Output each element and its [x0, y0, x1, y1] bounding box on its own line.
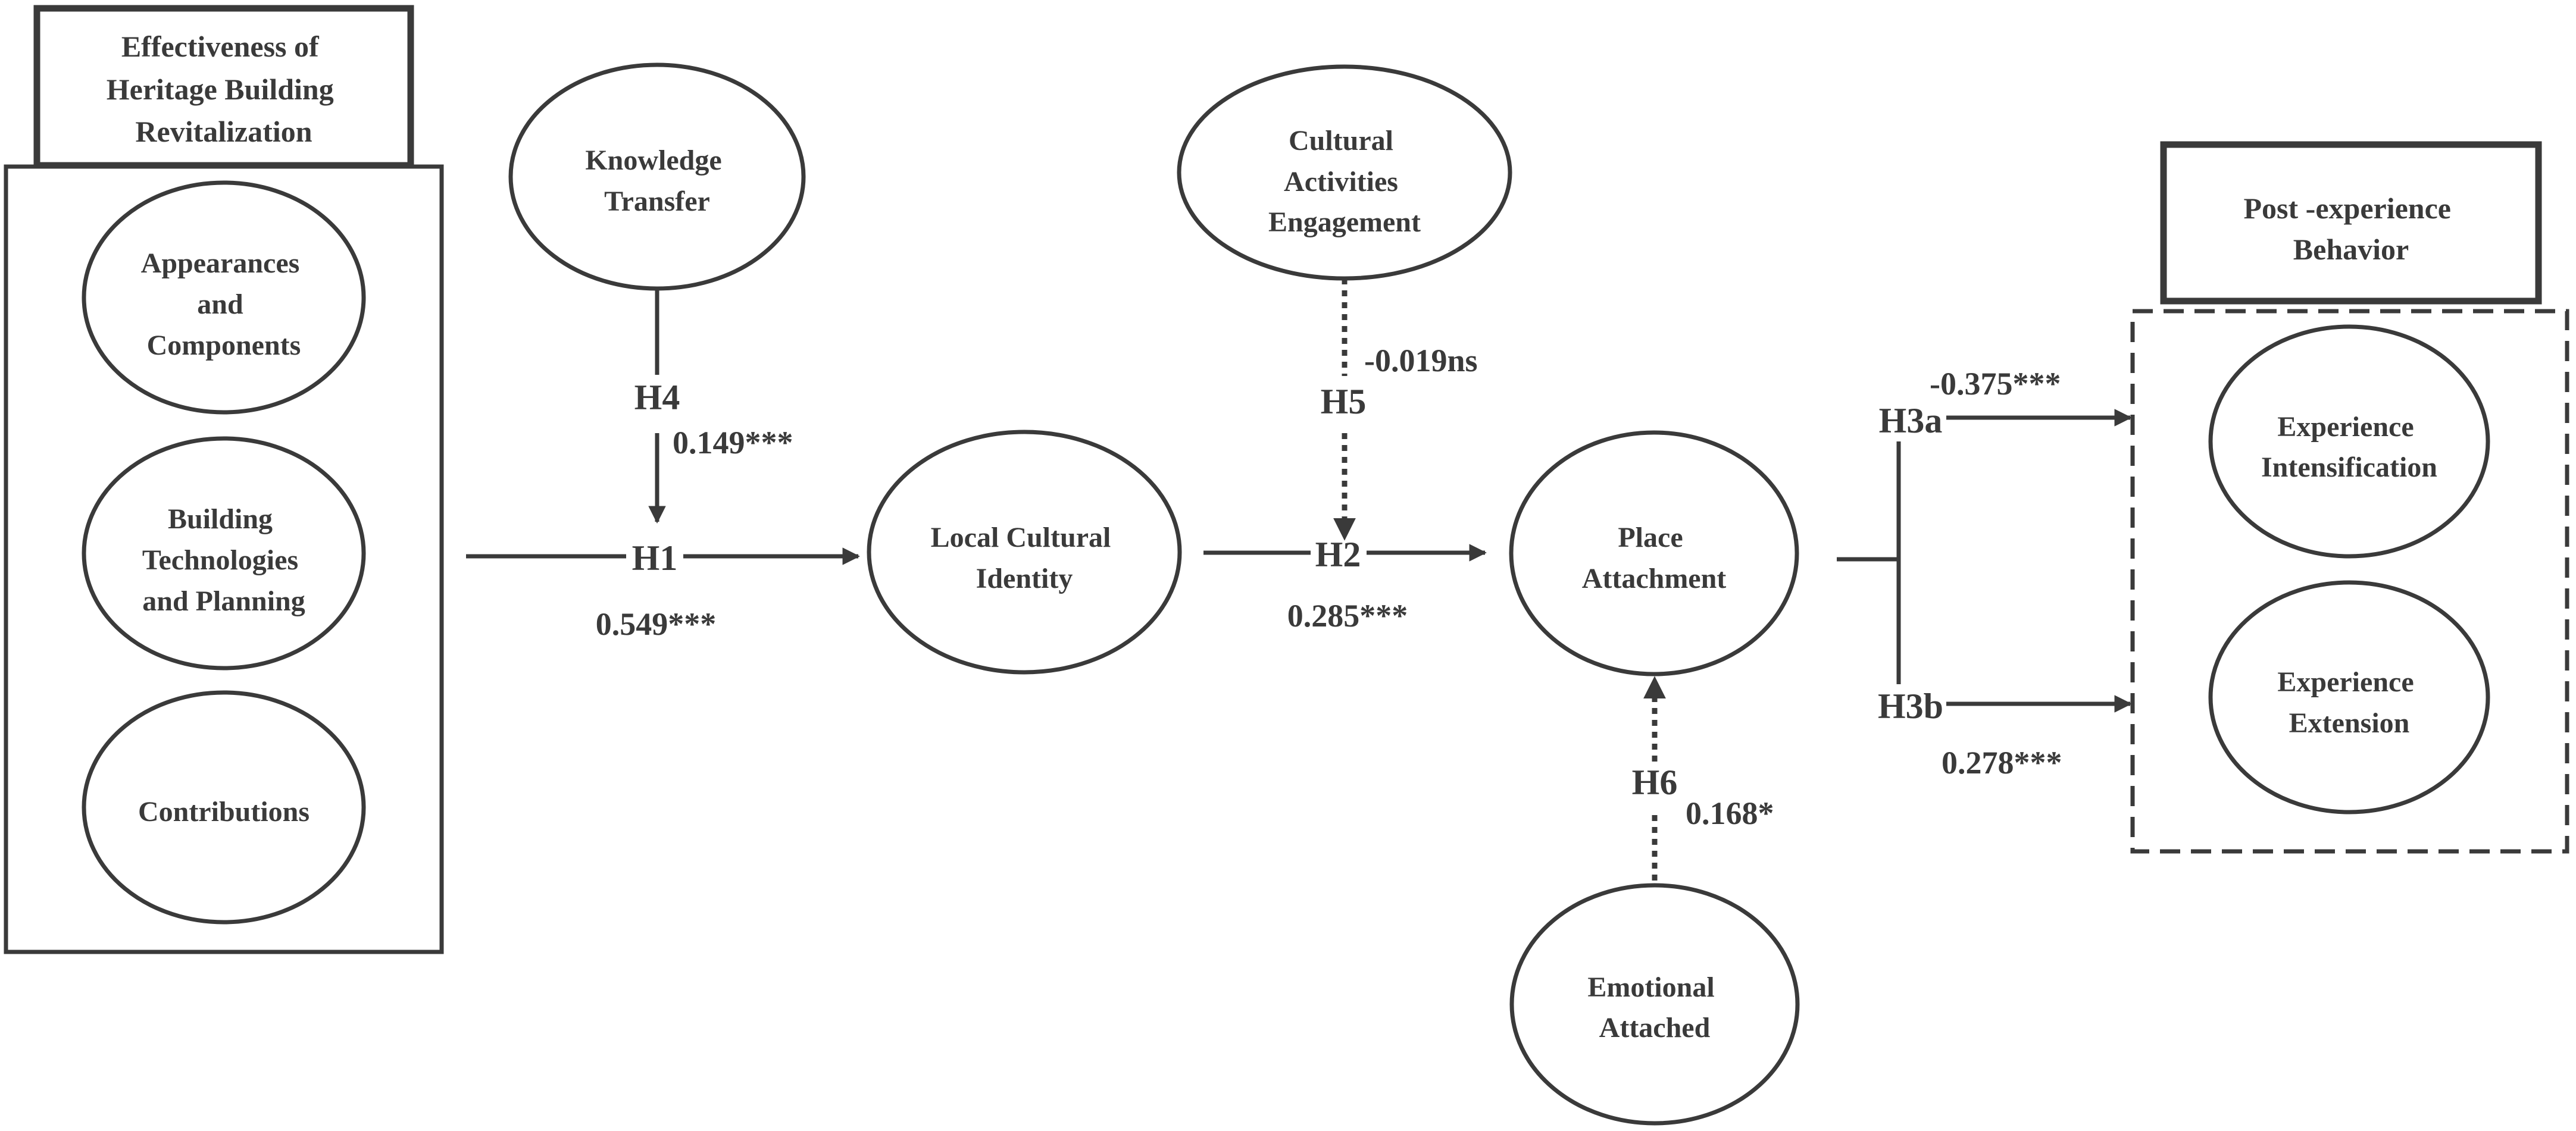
building-technologies-node	[82, 436, 366, 671]
h5-coefficient: -0.019ns	[1364, 343, 1478, 378]
experience-intensification-label: Experience Intensification	[2261, 411, 2437, 483]
revitalization-title-box	[33, 5, 414, 169]
h3b-coefficient: 0.278***	[1942, 745, 2062, 781]
emotional-attached-label: Emotional Attached	[1587, 972, 1721, 1044]
local-cultural-identity-label: Local Cultural Identity	[931, 522, 1118, 594]
knowledge-transfer-node	[508, 62, 806, 291]
local-cultural-identity-node	[867, 430, 1182, 675]
appearances-components-node	[82, 180, 366, 415]
knowledge-transfer-label: Knowledge Transfer	[585, 145, 729, 217]
h4-label: H4	[634, 378, 680, 417]
h2-coefficient: 0.285***	[1287, 598, 1408, 634]
h6-label: H6	[1632, 763, 1678, 802]
h3b-label: H3b	[1878, 687, 1943, 726]
experience-extension-node	[2208, 580, 2490, 814]
h4-coefficient: 0.149***	[673, 425, 793, 460]
cultural-activities-label: Cultural Activities Engagement	[1268, 125, 1421, 238]
post-experience-title-box	[2160, 141, 2542, 305]
contributions-label: Contributions	[138, 796, 310, 828]
h2-label: H2	[1315, 535, 1361, 574]
appearances-components-label: Appearances and Components	[141, 247, 307, 361]
contributions-node	[82, 690, 366, 925]
emotional-attached-node	[1509, 883, 1800, 1126]
post-experience-dimensions-box	[2130, 309, 2569, 854]
post-experience-title: Post -experience Behavior	[2244, 192, 2459, 266]
revitalization-title: Effectiveness of Heritage Building Revit…	[107, 30, 341, 148]
h3a-label: H3a	[1879, 401, 1943, 440]
h6-coefficient: 0.168*	[1686, 795, 1774, 831]
place-attachment-label: Place Attachment	[1582, 522, 1727, 594]
experience-extension-label: Experience Extension	[2277, 666, 2421, 739]
experience-intensification-node	[2208, 324, 2490, 559]
h1-coefficient: 0.549***	[596, 606, 717, 642]
building-technologies-label: Building Technologies and Planning	[142, 503, 305, 617]
h1-label: H1	[632, 538, 678, 578]
h3a-coefficient: -0.375***	[1930, 366, 2061, 402]
h5-label: H5	[1321, 382, 1367, 421]
place-attachment-node	[1509, 430, 1799, 676]
